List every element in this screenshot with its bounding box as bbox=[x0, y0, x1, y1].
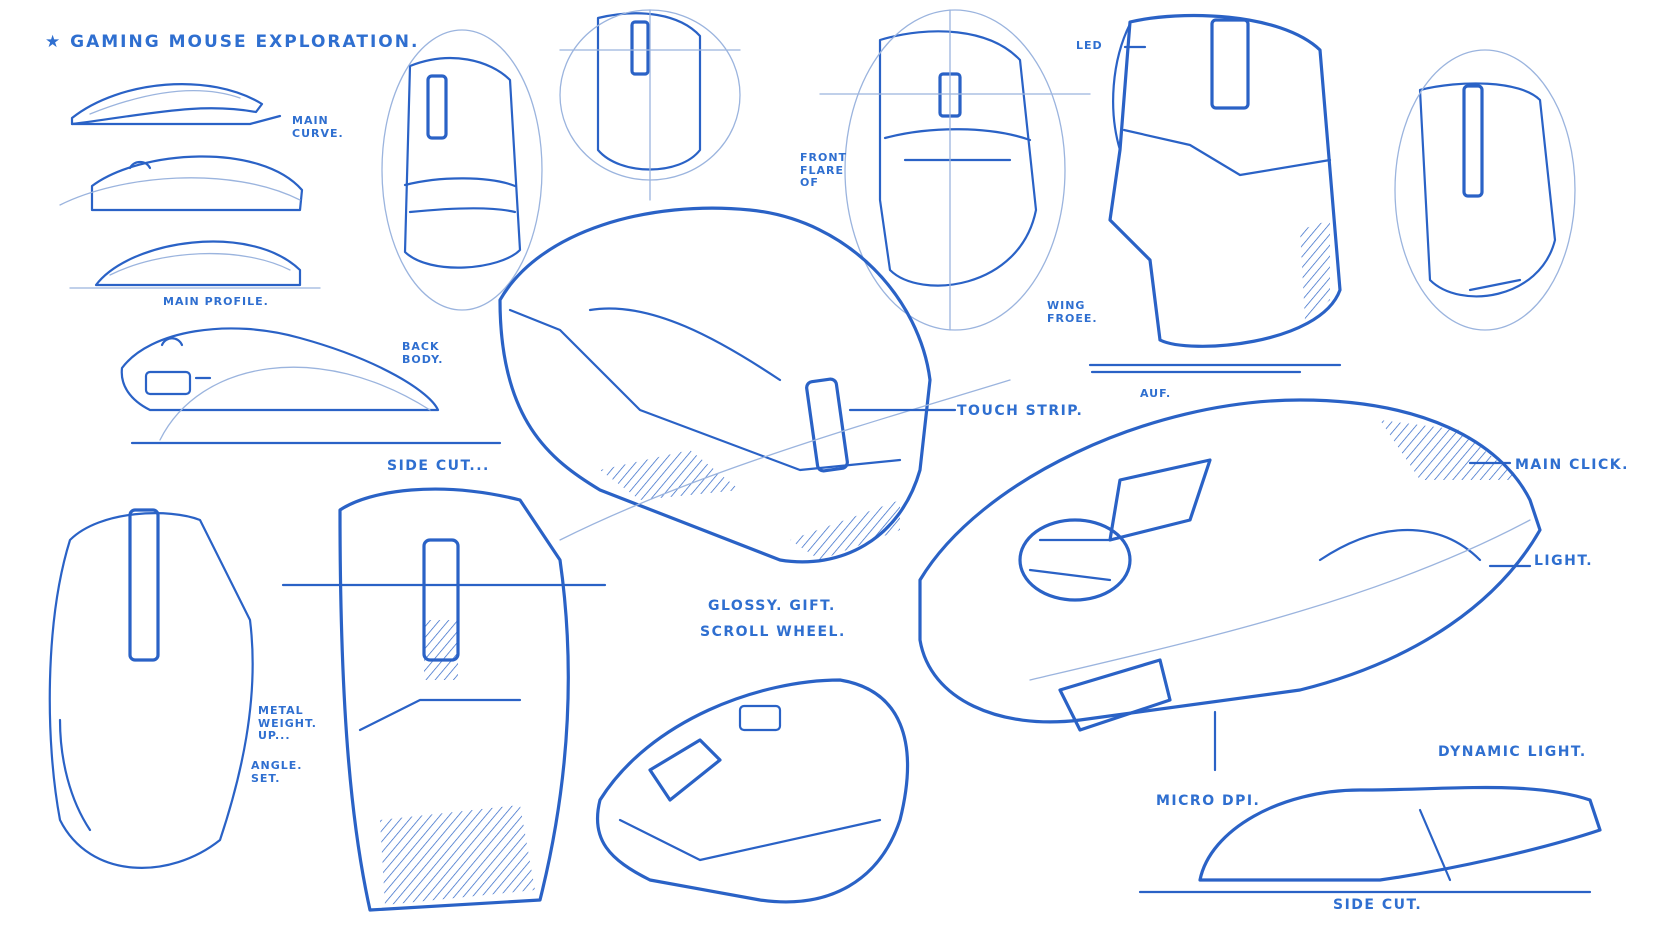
profile-sketch-main-profile bbox=[69, 240, 321, 289]
front-view-sketch-5 bbox=[1394, 49, 1576, 331]
label-side-cut-left: SIDE CUT... bbox=[387, 458, 490, 474]
label-front-flare: FRONT FLARE OF bbox=[800, 151, 848, 190]
label-led: LED bbox=[1076, 39, 1103, 52]
label-micro-dpi: MICRO DPI. bbox=[1156, 793, 1261, 809]
big-right-mouse-sketch bbox=[918, 370, 1542, 732]
label-light: LIGHT. bbox=[1534, 553, 1594, 569]
label-auf: AUF. bbox=[1140, 387, 1172, 400]
label-metal-weight: METAL WEIGHT. UP... bbox=[258, 704, 317, 743]
front-view-sketch-2 bbox=[559, 9, 741, 201]
front-view-sketch-3 bbox=[819, 9, 1091, 331]
profile-sketch-middle bbox=[59, 155, 304, 212]
bottom-center-mouse-sketch bbox=[595, 678, 910, 904]
label-back-body: BACK BODY. bbox=[402, 340, 444, 366]
front-view-sketch-left-bottom bbox=[48, 508, 254, 869]
label-glossy-gift: GLOSSY. GIFT. bbox=[708, 598, 836, 614]
profile-sketch-main-curve bbox=[70, 83, 282, 126]
side-cut-sketch-left bbox=[120, 327, 502, 445]
front-view-sketch-1 bbox=[381, 29, 543, 311]
front-view-sketch-4 bbox=[1088, 13, 1342, 367]
label-scroll-wheel: SCROLL WHEEL. bbox=[700, 624, 846, 640]
label-main-profile: MAIN PROFILE. bbox=[163, 295, 269, 308]
page-title: ★ GAMING MOUSE EXPLORATION. bbox=[45, 32, 420, 52]
leader-lines bbox=[848, 45, 1532, 772]
label-touch-strip: TOUCH STRIP. bbox=[957, 403, 1084, 419]
label-wing-froee: WING FROEE. bbox=[1047, 299, 1098, 325]
center-mouse-sketch-touch-strip bbox=[498, 206, 1011, 564]
metal-weight-mouse-sketch bbox=[281, 487, 607, 912]
label-main-click: MAIN CLICK. bbox=[1515, 457, 1629, 473]
label-side-cut-right: SIDE CUT. bbox=[1333, 897, 1423, 913]
label-main-curve: MAIN CURVE. bbox=[292, 114, 344, 140]
label-angle-set: ANGLE. SET. bbox=[251, 759, 303, 785]
label-dynamic-light: DYNAMIC LIGHT. bbox=[1438, 744, 1587, 760]
side-cut-sketch-right bbox=[1138, 785, 1602, 894]
